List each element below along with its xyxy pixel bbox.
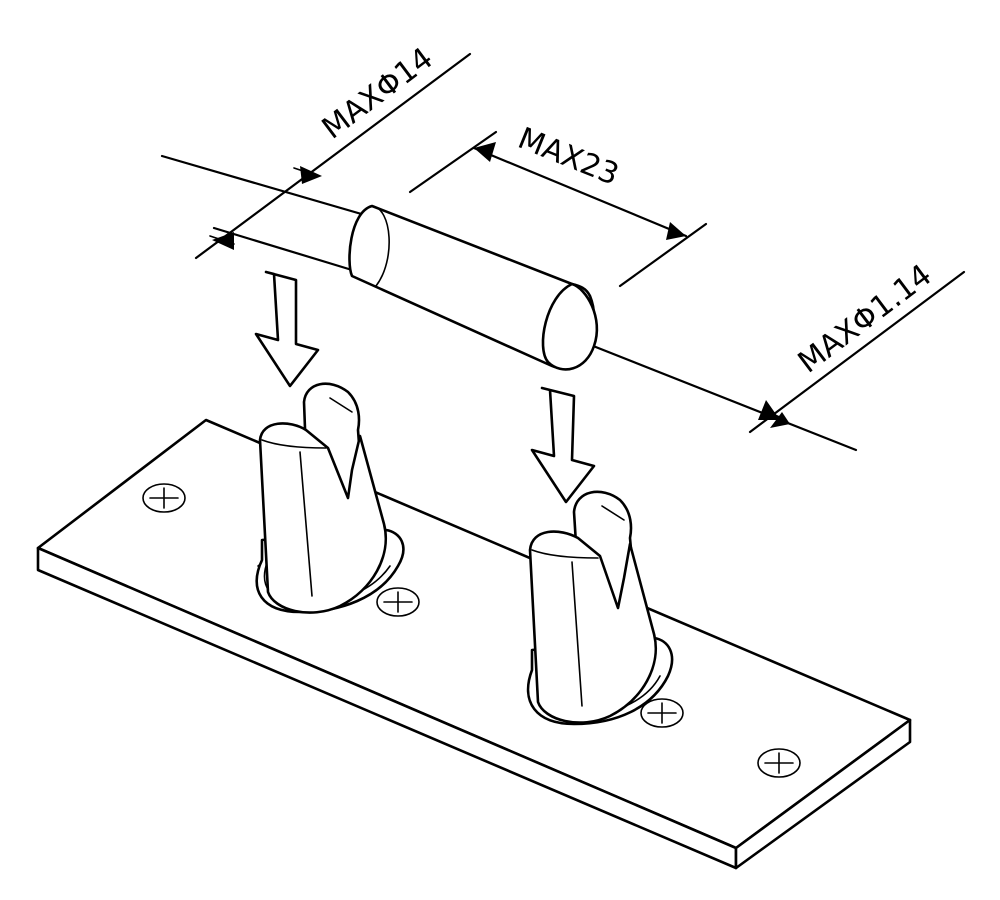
screw-hole-icon (142, 483, 801, 778)
base-plate (36, 418, 912, 870)
dimension-label-body-diameter: MAXΦ1.14 (792, 258, 939, 381)
arrow-down-icon (530, 386, 596, 504)
dimension-lead-diameter: MAXΦ14 (194, 41, 472, 260)
arrow-down-icon (254, 270, 320, 388)
dimension-label-body-length: MAX23 (513, 121, 624, 193)
fuse (160, 154, 858, 452)
dimension-body-diameter: MAXΦ1.14 (748, 258, 966, 434)
right-fuse-clip (526, 490, 674, 726)
dimension-label-lead-diameter: MAXΦ14 (316, 41, 440, 146)
left-fuse-clip (255, 382, 405, 614)
